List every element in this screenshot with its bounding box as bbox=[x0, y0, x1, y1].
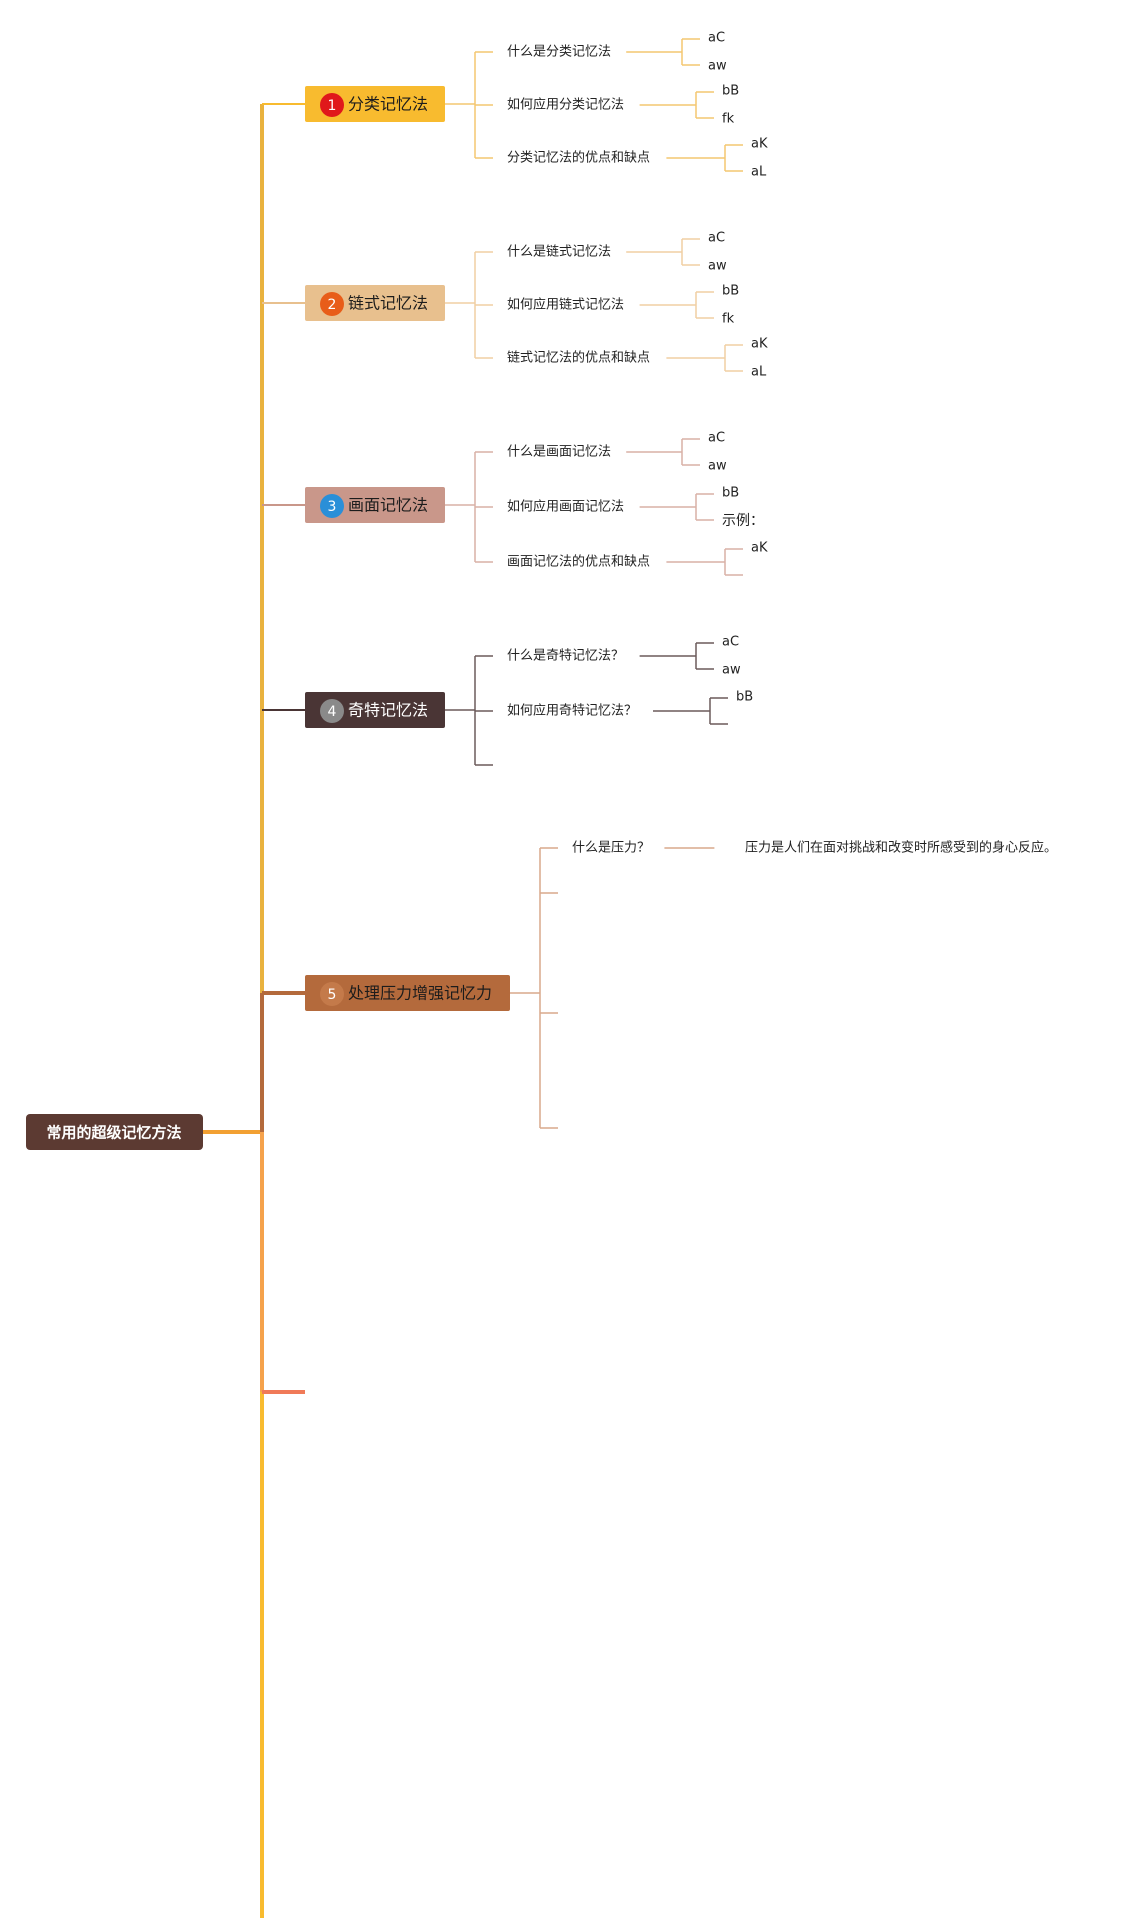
branch-1-child-3-leaf-2: aL bbox=[751, 165, 767, 180]
branch-1-child-2-leaf-2: fk bbox=[722, 112, 735, 127]
branch-4-child-1-label[interactable]: 什么是奇特记忆法？ bbox=[507, 648, 624, 664]
branch-4-label: 奇特记忆法 bbox=[348, 701, 428, 720]
branch-4-child-2-label[interactable]: 如何应用奇特记忆法？ bbox=[507, 703, 637, 719]
branch-5-number-badge bbox=[320, 982, 344, 1006]
branch-4-child-1-leaf-1: aC bbox=[722, 635, 739, 650]
branch-3-child-1-label[interactable]: 什么是画面记忆法 bbox=[507, 444, 611, 460]
branch-1-child-2-leaf-1: bB bbox=[722, 84, 739, 99]
mind-map-nodes: 常用的超级记忆方法 1 分类记忆法 什么是分类记忆法 aC aw 如何应用分类记忆法 bB fk… bbox=[26, 31, 1057, 1150]
branch-3-child-2-label[interactable]: 如何应用画面记忆法 bbox=[507, 499, 624, 515]
root-node-label: 常用的超级记忆方法 bbox=[46, 1124, 181, 1142]
branch-4-number-badge bbox=[320, 699, 344, 723]
branch-2-child-2-leaf-2: fk bbox=[722, 312, 735, 327]
branch-3-child-1-leaf-1: aC bbox=[708, 431, 725, 446]
branch-1-child-1-leaf-2: aw bbox=[708, 59, 727, 74]
branch-3-child-2-leaf-2: 示例： bbox=[722, 513, 764, 529]
connector-lines bbox=[203, 38, 743, 1918]
branch-4-child-2-leaf-1: bB bbox=[736, 690, 753, 705]
branch-4-number: 4 bbox=[328, 704, 337, 720]
branch-1-number-badge bbox=[320, 93, 344, 117]
branch-2-child-3-leaf-2: aL bbox=[751, 365, 767, 380]
branch-3-child-3-leaf-1: aK bbox=[751, 541, 768, 556]
branch-5-child-1-leaf-1: 压力是人们在面对挑战和改变时所感受到的身心反应。 bbox=[745, 840, 1057, 856]
branch-3-number: 3 bbox=[328, 499, 337, 515]
branch-1-label: 分类记忆法 bbox=[348, 95, 428, 114]
branch-2-label: 链式记忆法 bbox=[348, 294, 428, 313]
branch-2-child-2-leaf-1: bB bbox=[722, 284, 739, 299]
branch-1-child-3-leaf-1: aK bbox=[751, 137, 768, 152]
branch-1-child-1-leaf-1: aC bbox=[708, 31, 725, 46]
branch-3-number-badge bbox=[320, 494, 344, 518]
branch-3-child-1-leaf-2: aw bbox=[708, 459, 727, 474]
branch-5-child-1-label[interactable]: 什么是压力？ bbox=[572, 841, 650, 856]
branch-1-number: 1 bbox=[328, 98, 337, 114]
branch-2-child-1-leaf-2: aw bbox=[708, 259, 727, 274]
branch-2-child-2-label[interactable]: 如何应用链式记忆法 bbox=[507, 297, 624, 313]
branch-2-number: 2 bbox=[328, 297, 337, 313]
root-node[interactable] bbox=[26, 1114, 203, 1150]
branch-1-child-2-label[interactable]: 如何应用分类记忆法 bbox=[507, 97, 624, 113]
branch-2-number-badge bbox=[320, 292, 344, 316]
branch-5-label: 处理压力增强记忆力 bbox=[348, 984, 492, 1003]
branch-1-child-3-label[interactable]: 分类记忆法的优点和缺点 bbox=[507, 150, 650, 166]
branch-3-label: 画面记忆法 bbox=[348, 496, 428, 515]
branch-2-child-3-label[interactable]: 链式记忆法的优点和缺点 bbox=[507, 350, 650, 366]
branch-4-child-1-leaf-2: aw bbox=[722, 663, 741, 678]
branch-5-node[interactable] bbox=[305, 975, 510, 1011]
branch-3-child-2-leaf-1: bB bbox=[722, 486, 739, 501]
branch-1-child-1-label[interactable]: 什么是分类记忆法 bbox=[507, 44, 611, 60]
branch-5-number: 5 bbox=[328, 987, 337, 1003]
branch-3-child-3-label[interactable]: 画面记忆法的优点和缺点 bbox=[507, 554, 650, 570]
branch-2-child-1-leaf-1: aC bbox=[708, 231, 725, 246]
branch-2-child-3-leaf-1: aK bbox=[751, 337, 768, 352]
branch-2-child-1-label[interactable]: 什么是链式记忆法 bbox=[507, 244, 611, 260]
